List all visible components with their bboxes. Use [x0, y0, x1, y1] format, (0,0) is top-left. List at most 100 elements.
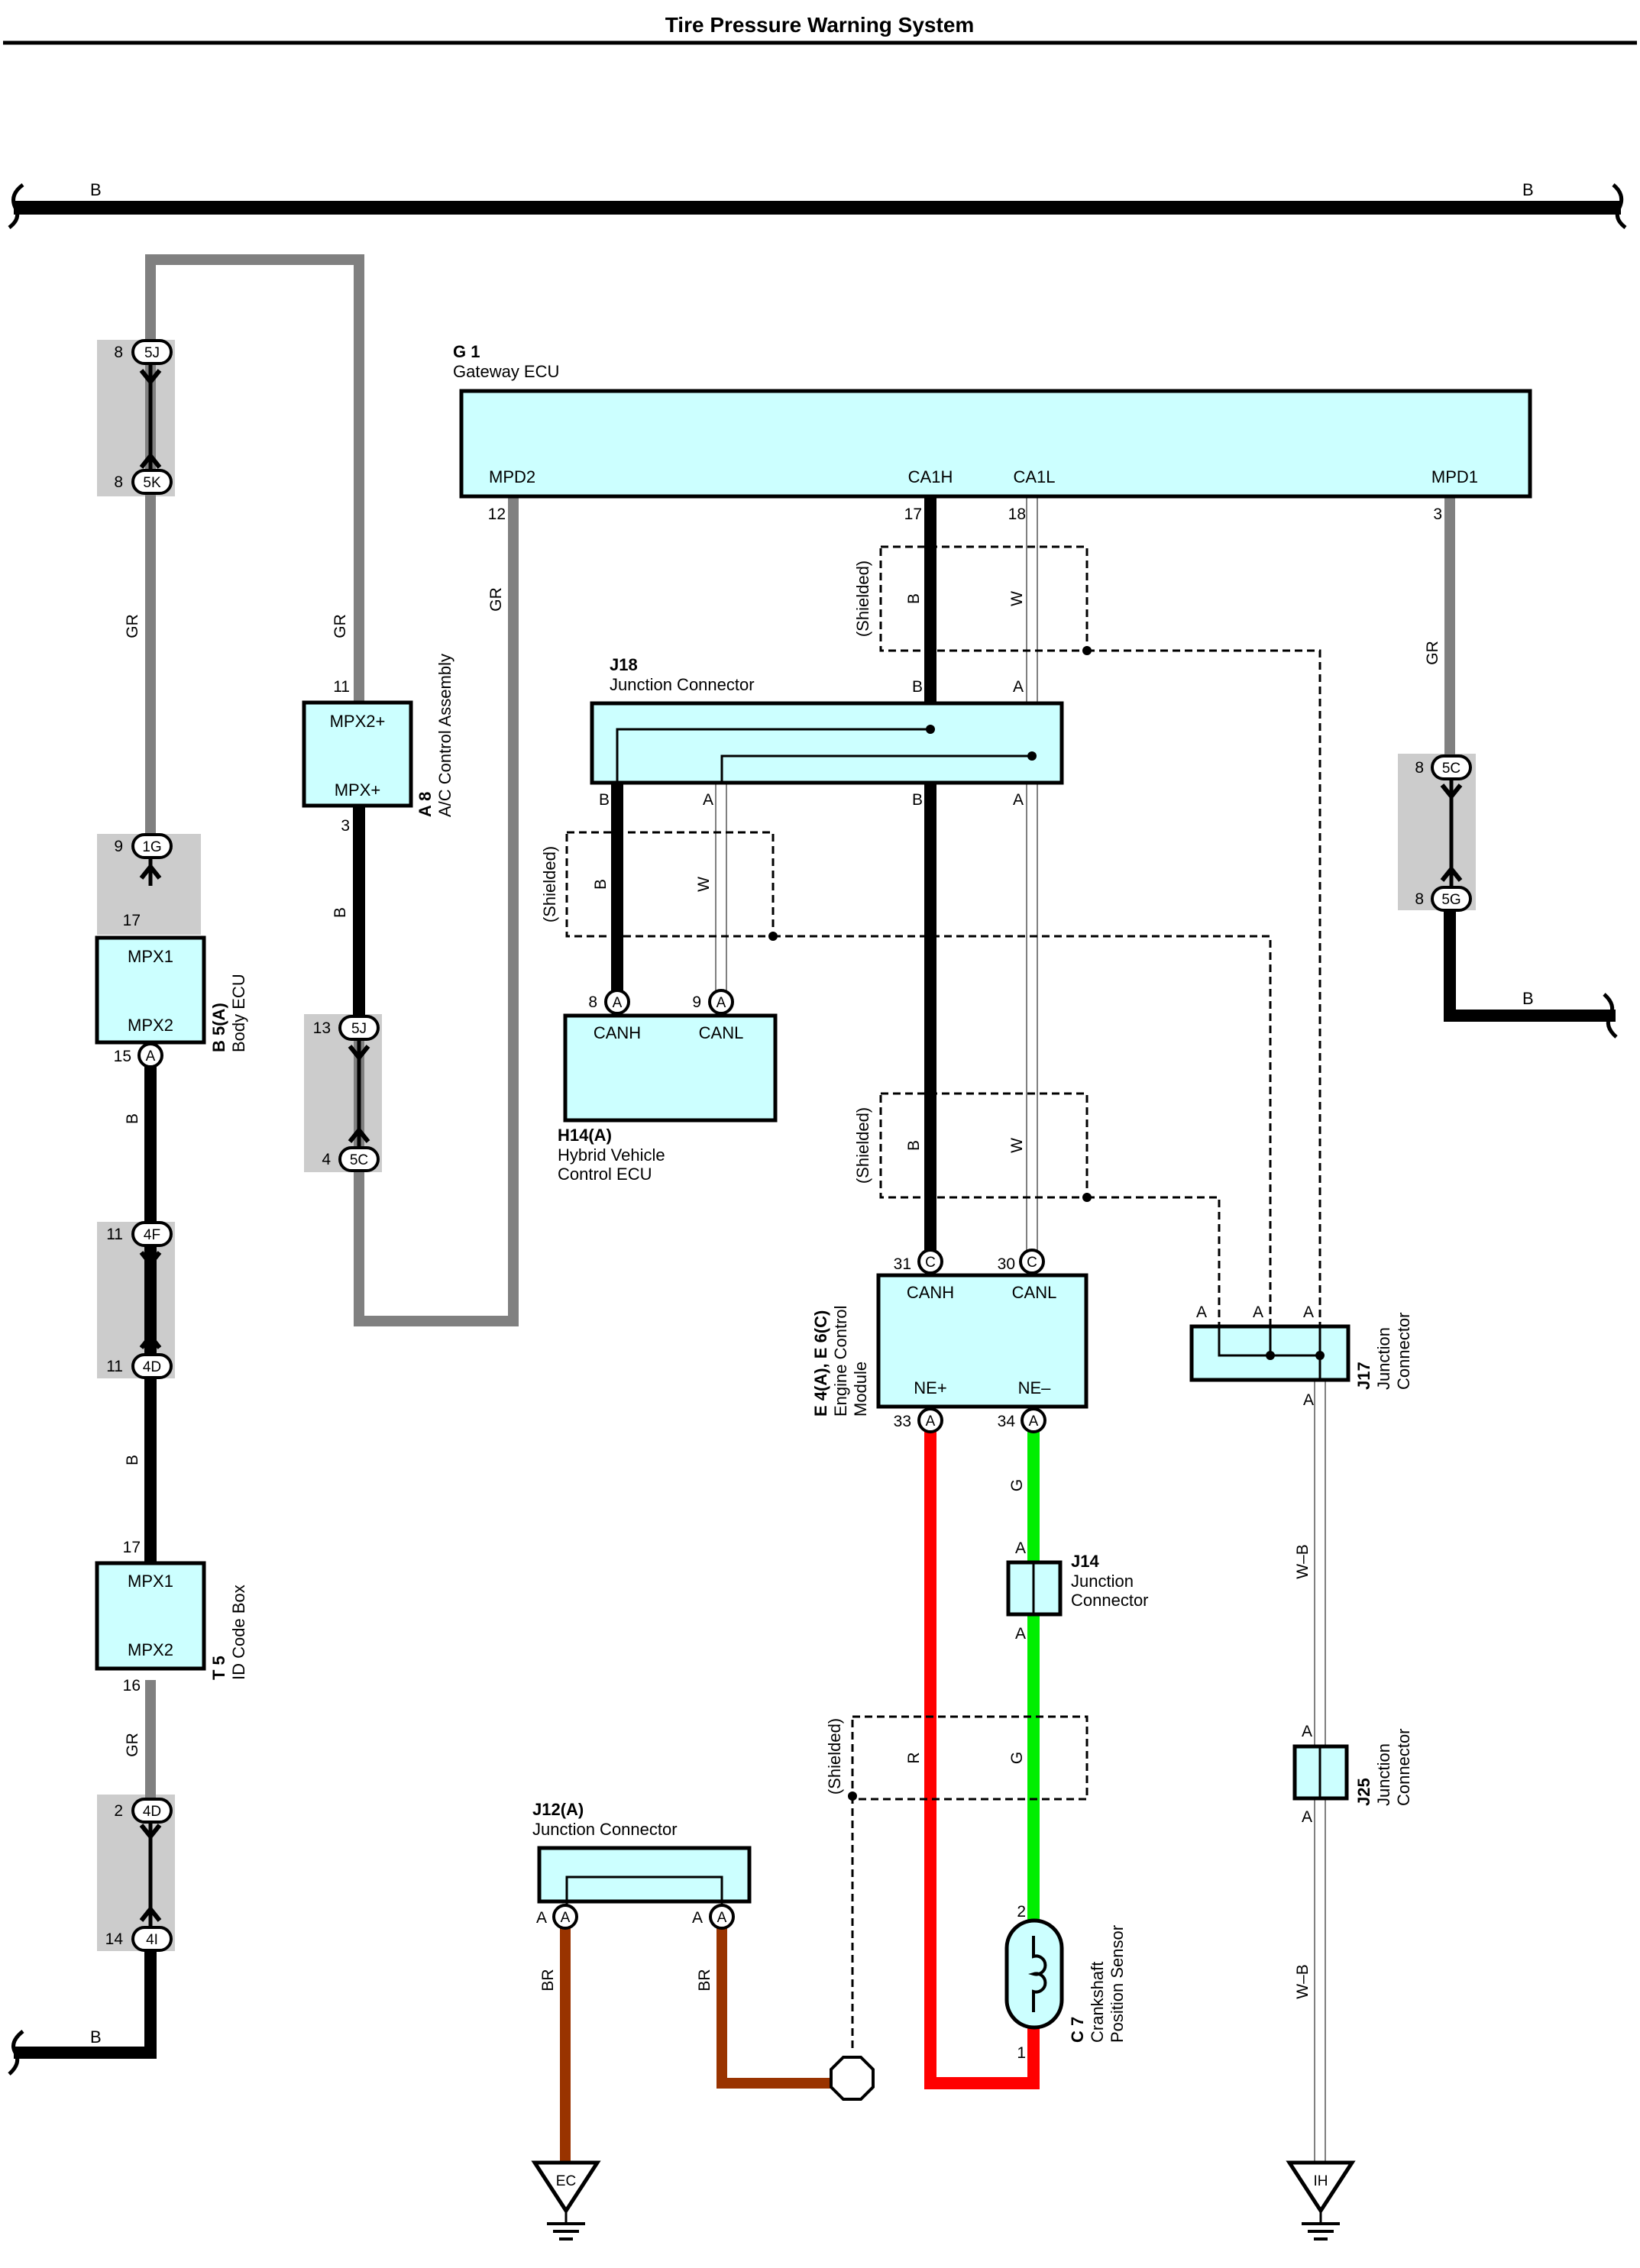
shield-label-3: (Shielded): [853, 1107, 872, 1184]
svg-text:14: 14: [105, 1930, 124, 1948]
j14-name-1: Junction: [1071, 1572, 1134, 1591]
wc-w-shield2: W: [695, 877, 713, 892]
svg-text:4: 4: [322, 1151, 331, 1168]
j25-name-1: Junction: [1374, 1743, 1393, 1806]
shield-boxes: [565, 545, 1321, 2050]
svg-text:A: A: [717, 1910, 727, 1926]
pin-circle-j12-right: A: [709, 1904, 735, 1930]
j17-pin-bottom: A: [1303, 1391, 1314, 1409]
connector-4f-4d: 4F 11 4D 11: [106, 1221, 173, 1379]
svg-text:8: 8: [1415, 759, 1424, 777]
j18-dot-a: [1027, 751, 1037, 761]
svg-text:A: A: [613, 995, 623, 1011]
j17-pin-t1: A: [1196, 1304, 1207, 1321]
wc-w-shield1: W: [1008, 591, 1026, 606]
gateway-pin-ca1l: 18: [1008, 506, 1026, 523]
j25-pin-top: A: [1302, 1723, 1312, 1740]
j18-pin-out-b1: B: [599, 791, 610, 809]
j17-name-2: Connector: [1394, 1312, 1413, 1390]
c7-pin-bottom: 1: [1017, 2044, 1026, 2062]
wc-wb-lower: W–B: [1294, 1964, 1312, 1999]
j14-code: J14: [1071, 1552, 1099, 1571]
svg-text:A: A: [561, 1910, 571, 1926]
gateway-ecu-box: [459, 389, 1532, 499]
j17-name-1: Junction: [1374, 1327, 1393, 1390]
wc-g-nem: G: [1008, 1479, 1026, 1491]
pin-circle-b5-a: A: [137, 1042, 163, 1068]
svg-text:1G: 1G: [142, 839, 161, 855]
gateway-ecu-code: G 1: [453, 342, 480, 361]
a8-pin-bottom: 3: [341, 817, 350, 835]
ecm-name-2: Module: [851, 1362, 870, 1417]
gateway-pin-ca1h: 17: [904, 506, 922, 523]
j17-pin-t2: A: [1253, 1304, 1263, 1321]
pin-circle-j12-left: A: [552, 1904, 578, 1930]
t5-pin-bottom: 16: [123, 1677, 141, 1695]
wc-gr-t5: GR: [124, 1733, 141, 1757]
gateway-term-ca1l: CA1L: [1013, 467, 1055, 486]
a8-term-mpx2p: MPX2+: [330, 712, 386, 731]
svg-text:2: 2: [114, 1802, 123, 1820]
svg-text:A: A: [146, 1048, 156, 1065]
bus-label-right-mid: B: [1522, 989, 1534, 1008]
j12-internal: [565, 1875, 723, 1907]
gateway-term-ca1h: CA1H: [908, 467, 953, 486]
wc-gr-left: GR: [124, 614, 141, 638]
b5-name: Body ECU: [229, 974, 248, 1052]
b5-code: B 5(A): [209, 1003, 228, 1052]
ground-ec: EC: [531, 2160, 601, 2241]
brown-wires: [560, 1924, 836, 2169]
wc-b-a8: B: [332, 907, 349, 918]
j12-code: J12(A): [532, 1800, 584, 1819]
j18-pin-in-b: B: [912, 678, 923, 696]
h14-pin-canh: 8: [588, 993, 597, 1011]
wc-r-shield4: R: [905, 1752, 923, 1763]
t5-term-mpx2: MPX2: [128, 1640, 173, 1659]
bus-label-top-right: B: [1522, 180, 1534, 199]
j18-pin-out-b2: B: [912, 791, 923, 809]
j17-dot-2: [1315, 1351, 1325, 1360]
a8-code: A 8: [416, 792, 435, 817]
a8-pin-top: 11: [333, 678, 350, 696]
svg-text:11: 11: [106, 1358, 123, 1375]
c7-coil: [1027, 1936, 1047, 2012]
svg-text:5J: 5J: [351, 1021, 367, 1037]
connector-5c-5g: 5C 8 5G 8: [1415, 754, 1472, 912]
h14-code: H14(A): [558, 1126, 612, 1145]
j18-box: [590, 701, 1064, 785]
j14-name-2: Connector: [1071, 1591, 1149, 1610]
j17-dot-1: [1266, 1351, 1275, 1360]
j14-pin-bottom: A: [1015, 1625, 1026, 1643]
shield-dots: [768, 646, 1092, 1801]
b5-pin-top: 17: [123, 912, 141, 929]
svg-text:5G: 5G: [1441, 892, 1460, 908]
bus-end-right-mid: [1603, 993, 1618, 1039]
j17-code: J17: [1354, 1362, 1373, 1390]
svg-text:A: A: [716, 995, 726, 1011]
ecm-pin-nep: 33: [894, 1413, 911, 1430]
svg-text:IH: IH: [1314, 2173, 1328, 2189]
j12-box: [537, 1846, 752, 1904]
gray-wires: [145, 254, 1455, 1810]
pin-circle-h14-canl: A: [708, 989, 734, 1015]
bus-label-top-left: B: [90, 180, 102, 199]
svg-text:5C: 5C: [350, 1152, 368, 1168]
h14-name-2: Control ECU: [558, 1165, 652, 1184]
wc-g-shield4: G: [1008, 1752, 1026, 1764]
svg-text:C: C: [925, 1255, 936, 1271]
ecm-name-1: Engine Control: [831, 1305, 850, 1417]
svg-text:5C: 5C: [1442, 761, 1460, 777]
svg-text:11: 11: [106, 1226, 123, 1243]
h14-term-canl: CANL: [699, 1023, 744, 1042]
c7-code: C 7: [1068, 2017, 1087, 2043]
wc-b-4d: B: [124, 1455, 141, 1465]
c7-name-2: Position Sensor: [1108, 1925, 1127, 2043]
wire-color-labels: GR GR GR GR B W B W B W B B B GR G R G W…: [124, 587, 1441, 1999]
j17-pin-t3: A: [1303, 1304, 1314, 1321]
h14-box: [563, 1013, 778, 1123]
b5-box: [95, 935, 206, 1045]
svg-text:13: 13: [313, 1019, 331, 1037]
red-wire-nep: [924, 1420, 1040, 2089]
ecm-term-canh: CANH: [907, 1283, 954, 1302]
a8-name: A/C Control Assembly: [435, 654, 454, 817]
